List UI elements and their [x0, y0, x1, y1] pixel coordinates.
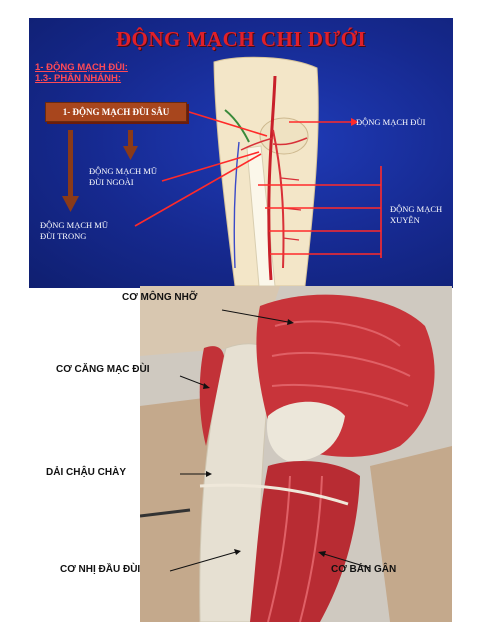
deep-femoral-label-box: 1- ĐỘNG MẠCH ĐÙI SÂU: [45, 102, 187, 122]
muscle-model-photo: [140, 286, 452, 622]
label-tensor-fasciae-latae: CƠ CĂNG MẠC ĐÙI: [56, 364, 150, 375]
label-semitendinosus: CƠ BÁN GÂN: [331, 564, 397, 575]
arteries-slide: ĐỘNG MẠCH CHI DƯỚI 1- ĐỘNG MẠCH ĐÙI: 1.3…: [29, 18, 453, 288]
thigh-arteries-illustration: [62, 56, 382, 287]
label-biceps-femoris: CƠ NHỊ ĐẦU ĐÙI: [60, 564, 141, 575]
label-medial-circumflex-2: ĐÙI TRONG: [40, 231, 87, 241]
label-gluteus-minimus: CƠ MÔNG NHỠ: [122, 292, 198, 303]
down-arrow-middle: [123, 130, 138, 160]
label-lateral-circumflex-2: ĐÙI NGOÀI: [89, 177, 134, 187]
down-arrow-left: [62, 130, 79, 212]
label-medial-circumflex-1: ĐỘNG MẠCH MŨ: [40, 220, 109, 230]
label-iliotibial-band: DẢI CHẬU CHÀY: [46, 467, 126, 478]
label-femoral-artery: ĐỘNG MẠCH ĐÙI: [356, 117, 426, 127]
slide-title: ĐỘNG MẠCH CHI DƯỚI: [115, 27, 367, 51]
heading-femoral-artery: 1- ĐỘNG MẠCH ĐÙI:: [35, 62, 128, 73]
label-perforating-1: ĐỘNG MẠCH: [390, 204, 443, 214]
heading-branches: 1.3- PHÂN NHÁNH:: [35, 73, 122, 84]
muscle-model-illustration: [140, 286, 452, 622]
label-perforating-2: XUYÊN: [390, 215, 420, 225]
label-lateral-circumflex-1: ĐỘNG MẠCH MŨ: [89, 166, 158, 176]
